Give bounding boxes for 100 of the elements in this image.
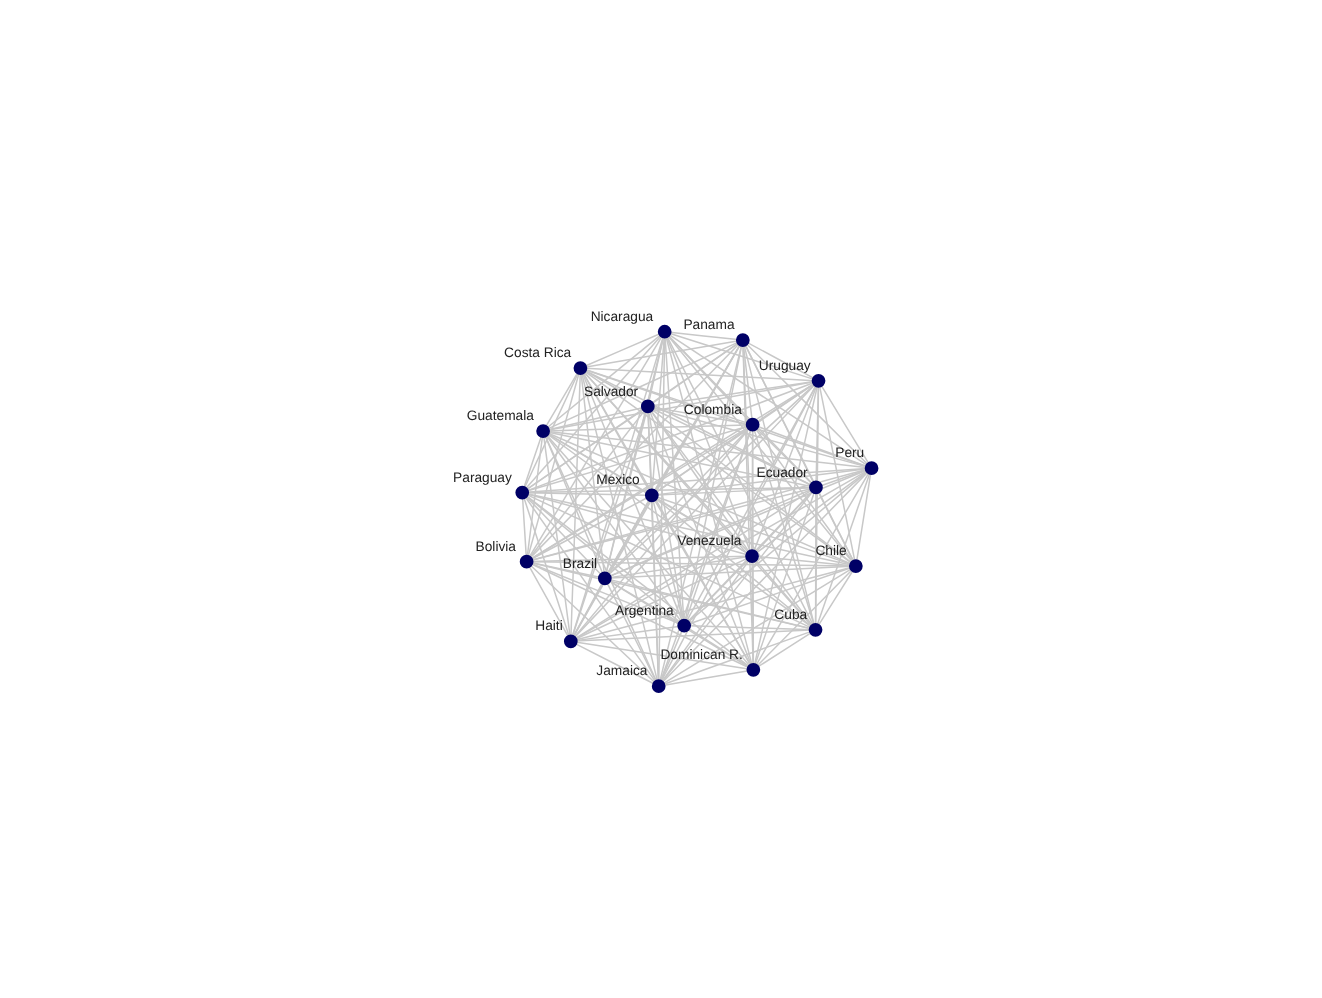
connector (663, 470, 868, 681)
connector (529, 467, 867, 561)
node-circle (735, 332, 750, 346)
connector (656, 495, 853, 565)
connector (525, 491, 748, 555)
connector (573, 428, 749, 637)
connector (652, 405, 749, 424)
connector (582, 370, 753, 667)
connector (584, 366, 816, 381)
connector (524, 493, 602, 575)
connector (667, 333, 813, 484)
connector (855, 471, 872, 562)
connector (575, 488, 813, 638)
connector (653, 343, 741, 492)
connector (666, 335, 815, 626)
connector (572, 580, 604, 637)
connector (817, 568, 854, 626)
connector (522, 433, 543, 489)
node-circle (651, 678, 666, 693)
connector (688, 469, 869, 622)
connector (546, 332, 663, 428)
connector (814, 383, 820, 625)
node-circle (640, 398, 655, 413)
connector (651, 407, 852, 562)
connector (546, 423, 749, 431)
connector (820, 468, 867, 486)
node-circle (745, 416, 760, 431)
connector (756, 630, 813, 667)
connector (546, 430, 812, 487)
connector (609, 577, 812, 629)
connector (574, 556, 750, 639)
connector (651, 341, 740, 403)
connector (753, 428, 816, 626)
connector (546, 405, 644, 430)
connector (524, 370, 580, 487)
connector (580, 371, 659, 681)
connector (605, 334, 665, 573)
connector (524, 493, 681, 623)
connector (524, 333, 662, 489)
connector (608, 468, 869, 577)
connector (609, 564, 853, 578)
connector (608, 487, 812, 577)
connector (650, 409, 814, 626)
connector (756, 427, 813, 484)
connector (523, 495, 570, 635)
connector (653, 497, 752, 666)
connector (526, 407, 645, 489)
node-circle (864, 460, 879, 475)
connector (686, 489, 814, 623)
connector (667, 331, 814, 379)
connector (546, 380, 815, 431)
connector (757, 424, 869, 467)
connector (571, 342, 741, 638)
connector (572, 497, 651, 636)
connector (747, 341, 815, 378)
connector (546, 340, 739, 429)
connector (667, 334, 751, 422)
connector (585, 368, 750, 424)
connector (658, 343, 743, 683)
connector (583, 370, 749, 552)
connector (607, 426, 750, 575)
connector (664, 333, 753, 665)
connector (571, 409, 647, 637)
connector (684, 427, 752, 622)
connector (751, 428, 754, 552)
connector (653, 379, 816, 406)
connector (544, 370, 579, 427)
node-circle (808, 622, 823, 636)
connector (647, 408, 653, 490)
connector (529, 562, 655, 682)
node-circle (597, 570, 612, 585)
connector (583, 369, 852, 563)
connector (531, 342, 740, 556)
connector (546, 431, 852, 564)
connector (686, 559, 748, 623)
connector (526, 433, 544, 556)
connector (660, 558, 750, 683)
connector (685, 384, 817, 622)
connector (529, 561, 750, 668)
connector (651, 334, 666, 490)
connector (544, 434, 658, 682)
connector (819, 385, 856, 562)
connector (743, 343, 816, 626)
node-circle (811, 372, 826, 387)
connector (744, 343, 815, 484)
connector (573, 469, 868, 640)
connector (669, 330, 739, 340)
connector (662, 566, 853, 683)
connector (820, 383, 870, 465)
connector (661, 490, 813, 682)
connector (689, 565, 853, 624)
connector (530, 486, 813, 561)
connector (655, 381, 816, 493)
connector (530, 561, 813, 629)
connector (656, 467, 868, 495)
node-circle (536, 423, 550, 437)
connector (582, 370, 650, 490)
connector (531, 560, 601, 577)
connector (660, 627, 684, 681)
connector (610, 555, 748, 578)
